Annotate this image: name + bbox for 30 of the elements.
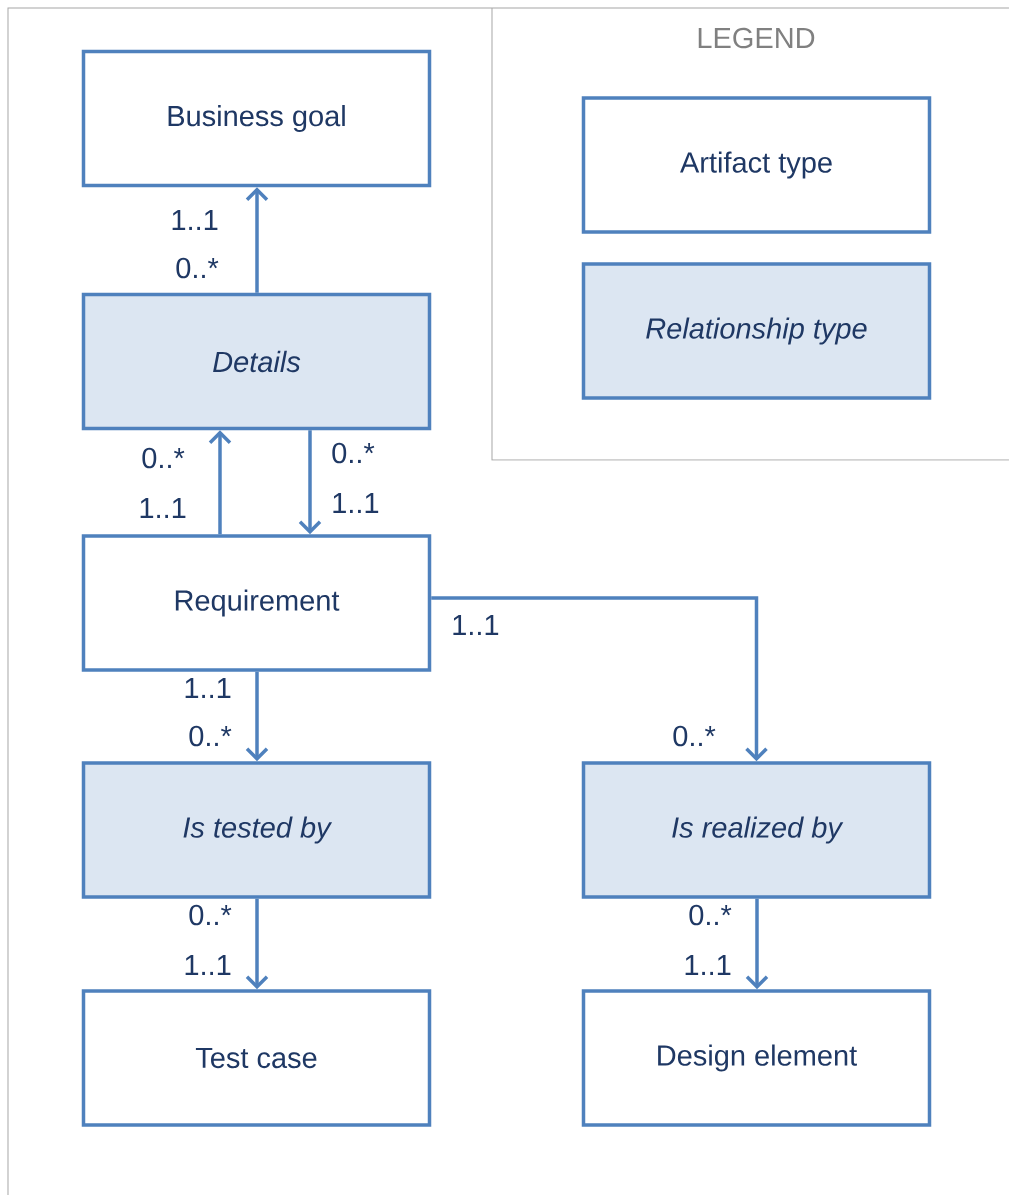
arrow — [745, 898, 769, 990]
arrow — [245, 898, 269, 990]
multiplicity-label: 0..* — [189, 904, 232, 926]
multiplicity-label: 0..* — [176, 257, 219, 279]
multiplicity-label: 1..1 — [185, 955, 231, 975]
arrow — [208, 430, 232, 535]
legend-box: Relationship type — [581, 262, 932, 400]
multiplicity-label: 0..* — [189, 725, 232, 747]
multiplicity-label: 0..* — [332, 442, 375, 464]
arrow — [298, 430, 322, 535]
multiplicity-label: 1..1 — [172, 210, 218, 230]
legend-box: Artifact type — [581, 96, 932, 234]
arrow — [245, 671, 269, 762]
multiplicity-label: 1..1 — [685, 955, 731, 975]
arrow — [245, 187, 269, 293]
legend-heading: LEGEND — [698, 27, 815, 49]
multiplicity-label: 1..1 — [185, 678, 231, 698]
multiplicity-label: 1..1 — [140, 498, 186, 518]
arrow — [431, 596, 768, 762]
multiplicity-label: 0..* — [142, 447, 185, 469]
multiplicity-label: 1..1 — [333, 493, 379, 513]
artifact-box: Requirement — [81, 534, 432, 672]
artifact-box: Design element — [581, 989, 932, 1127]
artifact-box: Business goal — [81, 49, 432, 188]
relationship-box: Is tested by — [81, 761, 432, 899]
relationship-box: Details — [81, 292, 432, 431]
artifact-box: Test case — [81, 989, 432, 1127]
multiplicity-label: 1..1 — [453, 615, 499, 635]
multiplicity-label: 0..* — [689, 904, 732, 926]
relationship-box: Is realized by — [581, 761, 932, 899]
